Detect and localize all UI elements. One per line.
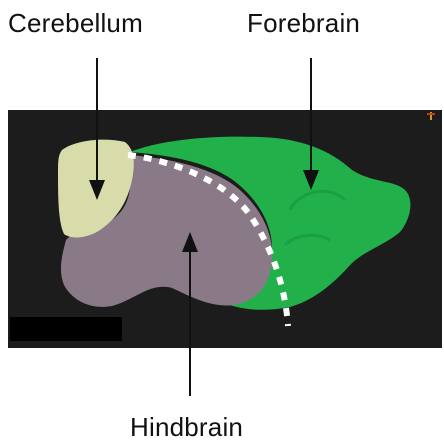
- scale-bar: [10, 317, 122, 341]
